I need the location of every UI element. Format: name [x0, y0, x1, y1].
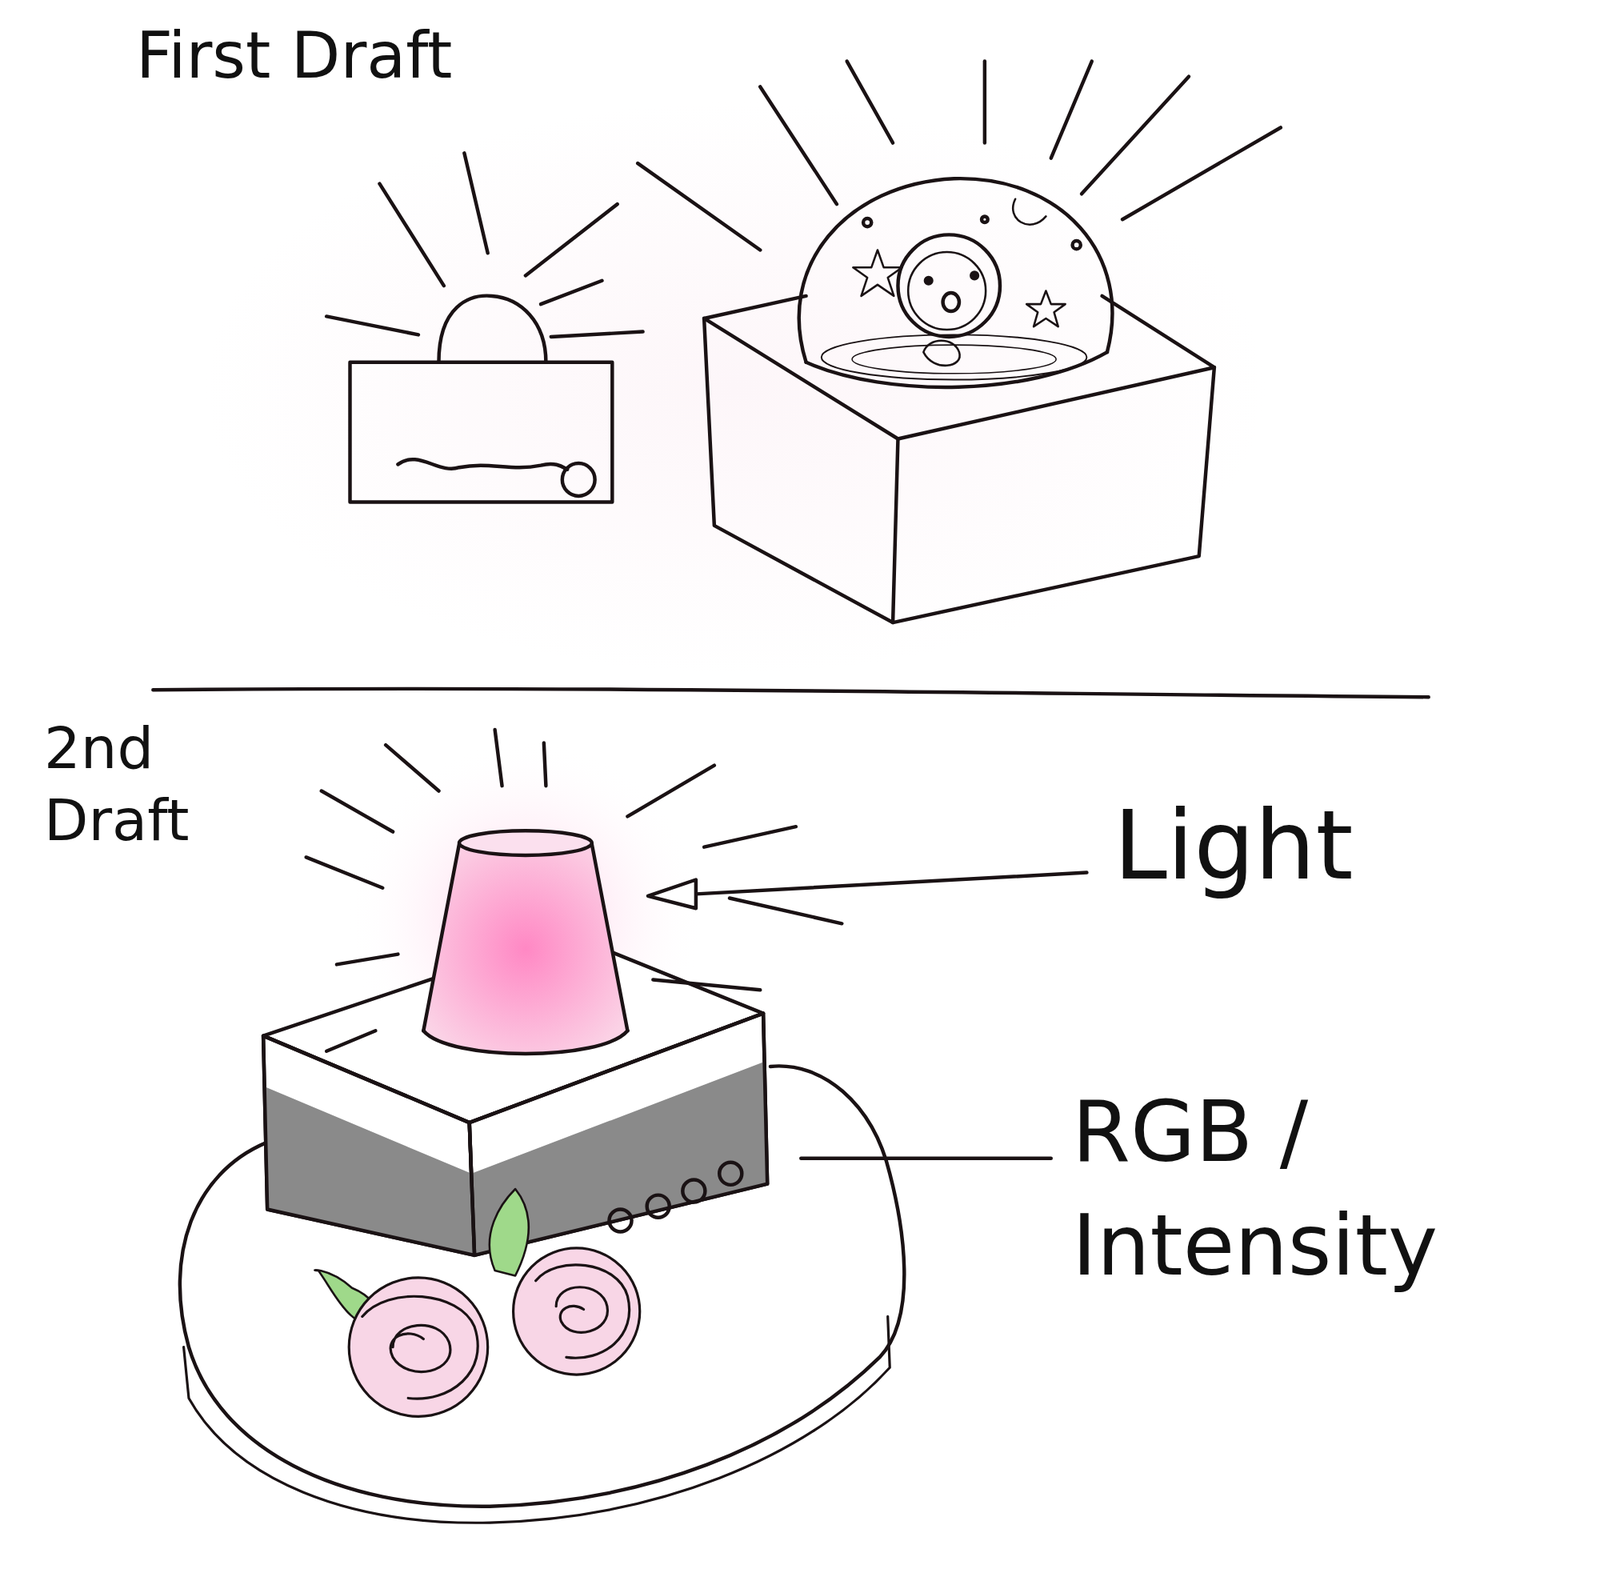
draft-heading: First Draft — [136, 17, 452, 95]
draft-heading: 2nd Draft — [44, 712, 252, 856]
callout-label: RGB / Intensity — [1072, 1076, 1464, 1304]
callout-label: Light — [1113, 788, 1353, 904]
